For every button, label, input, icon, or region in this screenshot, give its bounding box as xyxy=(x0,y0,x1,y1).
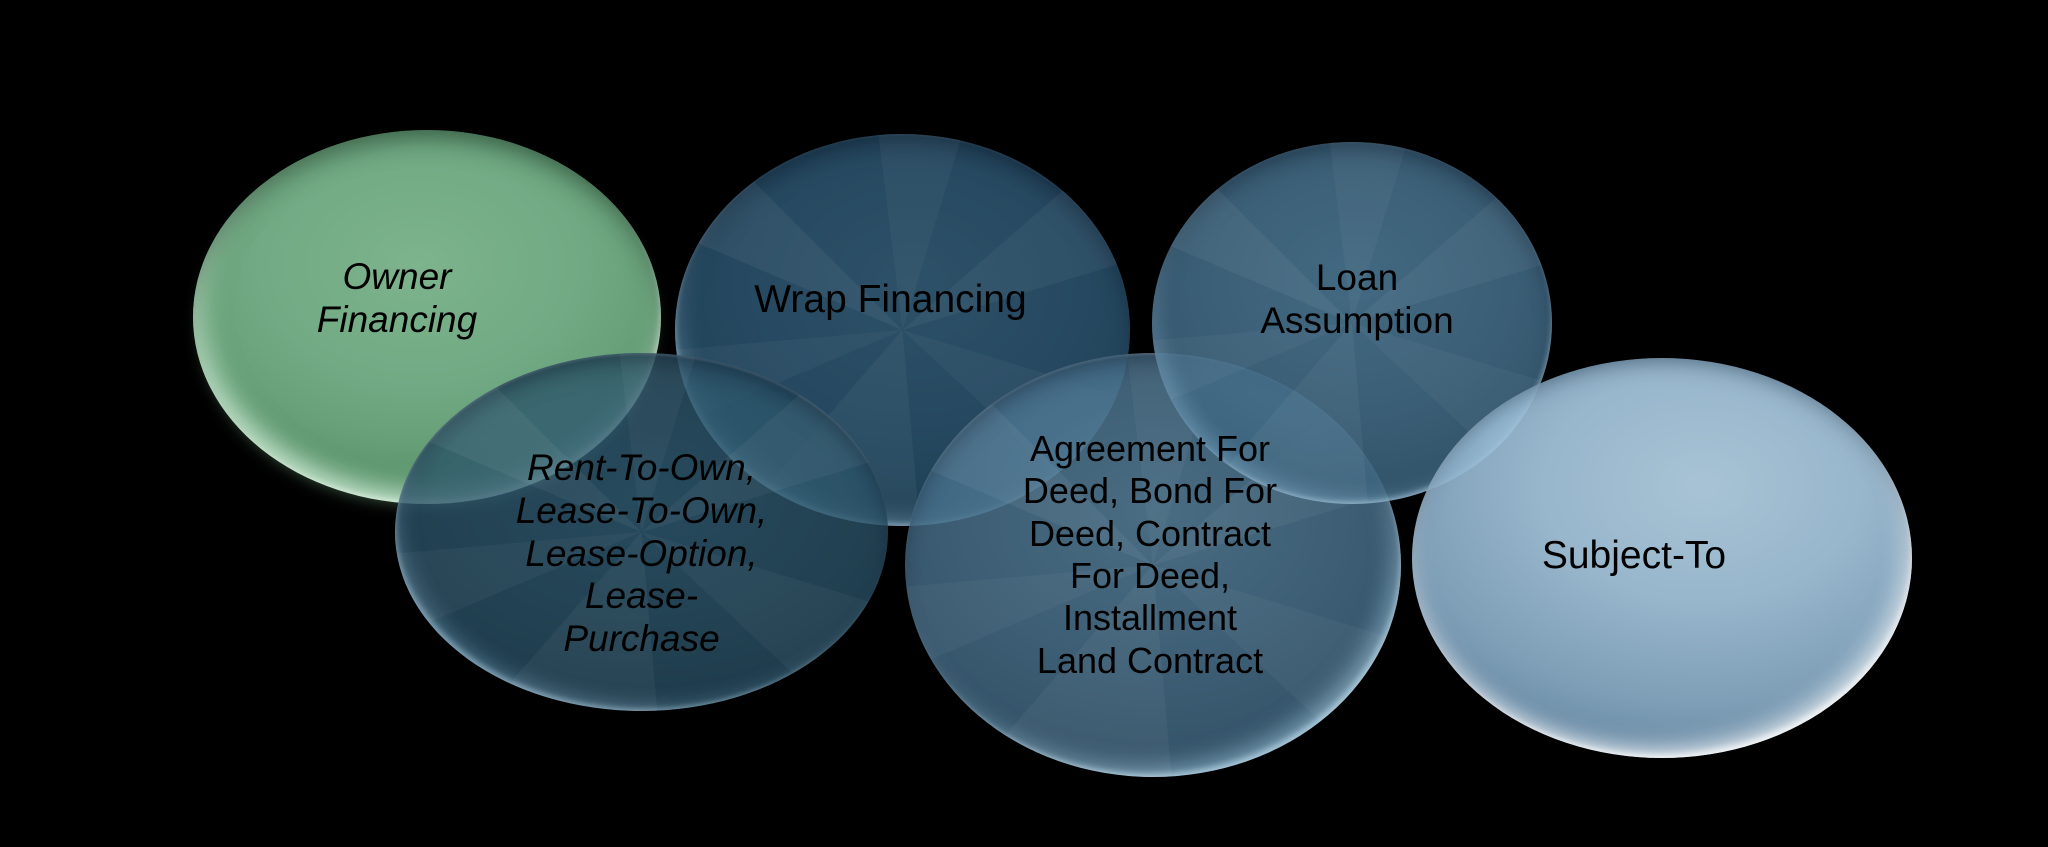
circle-subject-to: Subject-To xyxy=(1412,358,1912,758)
circle-label-agreement-for-deed: Agreement For Deed, Bond For Deed, Contr… xyxy=(1022,427,1278,681)
circle-rent-to-own-lease-options: Rent-To-Own, Lease-To-Own, Lease-Option,… xyxy=(395,353,888,711)
circle-label-wrap-financing: Wrap Financing xyxy=(754,278,1027,322)
circle-label-loan-assumption: Loan Assumption xyxy=(1260,257,1454,341)
circle-label-subject-to: Subject-To xyxy=(1541,534,1727,578)
circle-label-owner-financing: Owner Financing xyxy=(316,256,478,340)
circle-label-rent-to-own-lease-options: Rent-To-Own, Lease-To-Own, Lease-Option,… xyxy=(515,446,768,660)
